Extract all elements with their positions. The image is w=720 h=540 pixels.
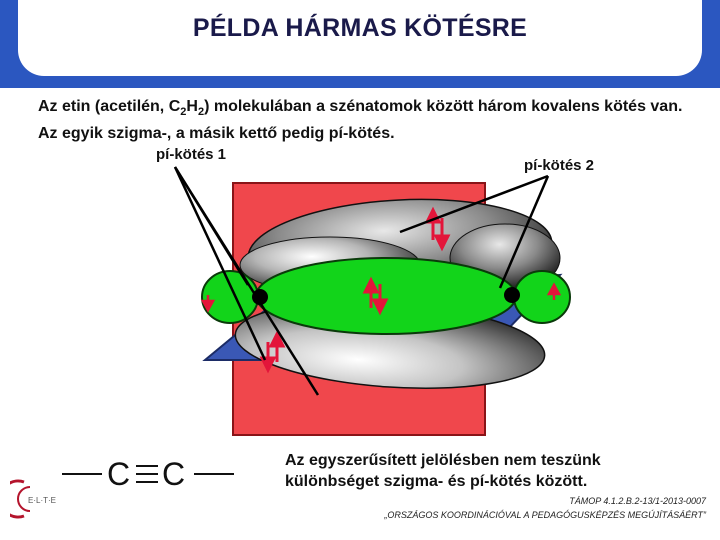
electron-arrow-left: [200, 295, 216, 313]
page-title: PÉLDA HÁRMAS KÖTÉSRE: [192, 14, 528, 42]
sigma-lobe-center: [255, 257, 517, 335]
label-pi-bond-2: pí-kötés 2: [524, 157, 595, 174]
carbon-nucleus-right: [504, 287, 520, 303]
logo-text: E·L·T·E: [28, 496, 56, 505]
carbon-nucleus-left: [252, 289, 268, 305]
footer: TÁMOP 4.1.2.B.2-13/1-2013-0007 „ORSZÁGOS…: [336, 494, 706, 522]
electron-pair-center: [362, 276, 389, 316]
intro-text-mid: H: [186, 98, 198, 115]
sigma-lobe-left: [201, 270, 259, 324]
intro-sub-1: 2: [180, 106, 187, 119]
intro-text-pre: Az etin (acetilén, C: [38, 98, 181, 115]
intro-sub-2: 2: [197, 106, 205, 119]
electron-arrow-right: [546, 282, 562, 300]
footer-project-title: „ORSZÁGOS KOORDINÁCIÓVAL A PEDAGÓGUSKÉPZ…: [384, 510, 706, 520]
footer-project-code: TÁMOP 4.1.2.B.2-13/1-2013-0007: [569, 496, 706, 506]
header-box: [18, 0, 702, 76]
intro-text-post: ) molekulában a szénatomok között három …: [38, 98, 683, 143]
label-pi-bond-1: pí-kötés 1: [156, 146, 227, 163]
note-text: Az egyszerűsített jelölésben nem teszünk…: [285, 452, 601, 490]
sigma-lobe-right: [513, 270, 571, 324]
triple-bond-formula: C C: [62, 456, 234, 492]
pointer-lines: [173, 166, 550, 396]
electron-pair-lower: [259, 330, 286, 374]
formula-atom-2: C: [162, 456, 185, 492]
formula-atom-1: C: [107, 456, 130, 492]
intro-text: Az etin (acetilén, C2H2) molekulában a s…: [38, 96, 698, 144]
elte-logo: E·L·T·E: [10, 479, 56, 519]
